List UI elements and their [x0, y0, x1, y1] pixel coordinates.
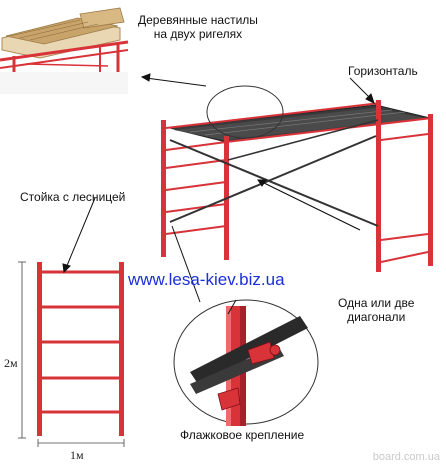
label-diagonals-line2: диагонали [347, 310, 406, 324]
label-diagonals: Одна или две диагонали [338, 296, 414, 324]
inset-wooden-deck [0, 7, 129, 94]
label-diagonals-line1: Одна или две [338, 296, 415, 310]
label-wooden-decks-line2: на двух ригелях [153, 27, 243, 41]
site-url: www.lesa-kiev.biz.ua [128, 270, 285, 289]
ladder-frame [18, 261, 125, 447]
watermark: board.com.ua [372, 451, 440, 463]
dimension-height: 2м [4, 356, 18, 370]
label-horizontal: Горизонталь [348, 64, 418, 78]
flag-mount-detail [173, 299, 319, 426]
label-wooden-decks: Деревянные настилы на двух ригелях [138, 13, 258, 41]
detail-circle-top [206, 85, 284, 139]
dimension-width: 1м [70, 448, 84, 462]
main-scaffold [161, 100, 433, 272]
label-flag-mount: Флажковое крепление [180, 428, 305, 442]
label-post-ladder: Стойка с лесницей [20, 190, 126, 204]
label-wooden-decks-line1: Деревянные настилы [138, 13, 258, 27]
leader-lines [62, 73, 375, 315]
